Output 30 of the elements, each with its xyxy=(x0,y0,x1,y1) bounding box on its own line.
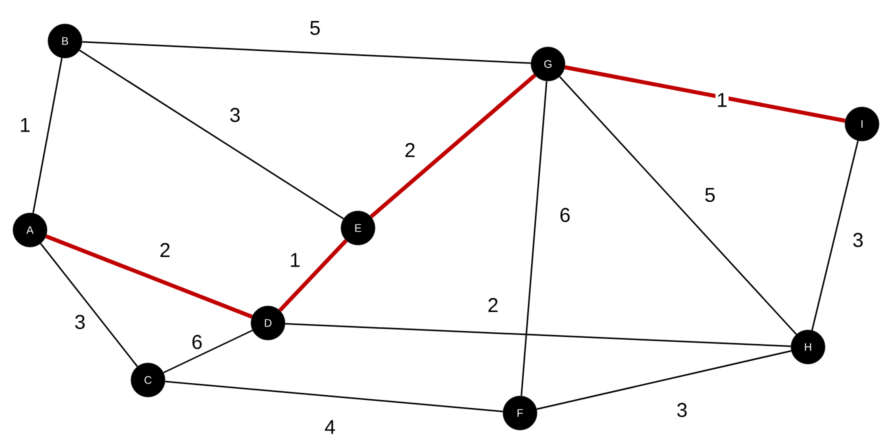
edge-line xyxy=(564,65,846,123)
edge-line xyxy=(536,350,792,410)
edge-label: 5 xyxy=(308,20,322,36)
edge-label: 3 xyxy=(851,232,865,248)
edge-line xyxy=(32,58,63,214)
edge-label: 4 xyxy=(323,419,337,435)
edge-line xyxy=(811,140,859,330)
edge-label: 1 xyxy=(288,252,302,268)
edge-label: 1 xyxy=(18,117,32,133)
edge-line xyxy=(370,74,536,218)
edge-label: 6 xyxy=(190,334,204,350)
edge-line xyxy=(45,234,253,319)
edge-label: 3 xyxy=(675,402,689,418)
edge-label: 1 xyxy=(715,92,729,108)
edge-line xyxy=(278,239,348,312)
edge-label: 3 xyxy=(228,106,242,124)
edge-label: 2 xyxy=(486,297,500,313)
edge-line xyxy=(163,330,253,374)
edge-line xyxy=(79,50,344,220)
edge-label: 5 xyxy=(703,187,717,203)
edge-line xyxy=(520,81,548,396)
edge-label: 2 xyxy=(158,242,172,258)
edge-line xyxy=(559,76,797,335)
edge-label: 6 xyxy=(558,206,572,224)
edge-label: 3 xyxy=(73,314,87,330)
edge-line xyxy=(82,41,531,64)
edge-line xyxy=(40,243,138,367)
edge-label: 2 xyxy=(403,142,417,158)
edge-line xyxy=(285,323,791,347)
edge-line xyxy=(165,380,503,412)
